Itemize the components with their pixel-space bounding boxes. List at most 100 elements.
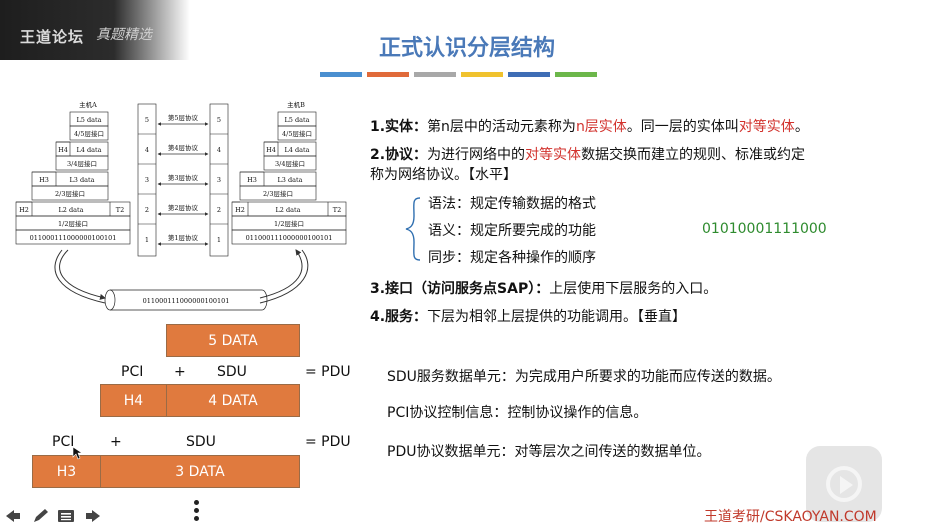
entity-red-2: 对等实体 (738, 119, 795, 135)
trailer-t2: T2 (333, 206, 341, 214)
layer-number: 3 (145, 176, 149, 184)
sync-item: 同步：规定各种操作的顺序 (428, 250, 596, 266)
more-options-icon[interactable] (194, 500, 199, 524)
service-text: 下层为相邻上层提供的功能调用。【垂直】 (427, 309, 687, 325)
layer-number: 4 (145, 146, 149, 154)
row2-pci: PCI (52, 434, 75, 450)
header-h2: H2 (19, 206, 29, 214)
host-b-row: 4/5层接口 (282, 129, 312, 138)
row1-sdu: SDU (217, 364, 247, 380)
play-icon[interactable] (840, 476, 853, 494)
layer-diagram: 主机A (10, 98, 352, 316)
protocol-label: 第1层协议 (168, 233, 199, 242)
layer-number: 1 (145, 236, 149, 244)
host-a-bits: 011000111000000100101 (30, 234, 117, 242)
box-h3: H3 (32, 455, 101, 488)
host-b-row: 2/3层接口 (263, 189, 293, 198)
host-b-row: L2 data (275, 206, 300, 214)
interface-prefix: 3.接口（访问服务点SAP）： (370, 281, 550, 297)
layer-number: 1 (217, 236, 221, 244)
title-bar-segment (508, 72, 550, 77)
title-bar-segment (555, 72, 597, 77)
entity-prefix: 1.实体： (370, 119, 428, 135)
box-5-data: 5 DATA (166, 324, 300, 357)
host-b-row: L5 data (284, 116, 309, 124)
protocol-label: 第3层协议 (168, 173, 199, 182)
protocol-text-a: 为进行网络中的 (427, 147, 526, 163)
header-h4: H4 (58, 146, 68, 154)
menu-icon[interactable] (58, 510, 74, 522)
point-service: 4.服务：下层为相邻上层提供的功能调用。【垂直】 (370, 306, 686, 326)
host-b-row: L4 data (284, 146, 309, 154)
host-a-label: 主机A (79, 100, 97, 109)
host-a-row: 2/3层接口 (55, 189, 85, 198)
host-b-row: L3 data (277, 176, 302, 184)
layer-number: 5 (145, 116, 149, 124)
row1-pci: PCI (121, 364, 144, 380)
entity-text-b: 。同一层的实体叫 (626, 119, 739, 135)
syntax-item: 语法：规定传输数据的格式 (428, 196, 596, 212)
pipe-bits: 011000111000000100101 (143, 297, 230, 305)
protocol-red: 对等实体 (525, 147, 582, 163)
header-h4: H4 (266, 146, 276, 154)
box-3-data: 3 DATA (100, 455, 300, 488)
header-h2: H2 (235, 206, 245, 214)
protocol-line-2: 称为网络协议。【水平】 (370, 167, 517, 183)
host-b-label: 主机B (287, 100, 305, 109)
layer-diagram-svg: 主机A (15, 100, 347, 311)
host-a-row: L2 data (58, 206, 83, 214)
layer-number: 4 (217, 146, 221, 154)
host-b-row: 3/4层接口 (275, 159, 305, 168)
slide-toolbar (6, 509, 100, 522)
signature-mark: 真题精选 (96, 27, 152, 43)
host-b-row: 1/2层接口 (274, 219, 304, 228)
point-interface: 3.接口（访问服务点SAP）：上层使用下层服务的入口。 (370, 278, 717, 298)
protocol-label: 第2层协议 (168, 203, 199, 212)
def-pci: PCI协议控制信息：控制协议操作的信息。 (387, 405, 648, 421)
layer-number: 5 (217, 116, 221, 124)
play-circle-icon[interactable] (826, 466, 862, 502)
host-a-row: L3 data (69, 176, 94, 184)
cursor-icon (72, 446, 82, 460)
host-a-row: 4/5层接口 (74, 129, 104, 138)
brace-icon (405, 197, 421, 261)
host-a-row: L4 data (76, 146, 101, 154)
def-sdu: SDU服务数据单元：为完成用户所要求的功能而应传送的数据。 (387, 369, 781, 385)
layer-number: 2 (217, 206, 221, 214)
box-4-data: 4 DATA (166, 384, 300, 417)
layer-number: 2 (145, 206, 149, 214)
brand-footer: 王道考研/CSKAOYAN.COM (704, 509, 877, 525)
logo-text: 王道论坛 (20, 28, 85, 46)
title-bar-segment (414, 72, 456, 77)
arrow-left-icon[interactable] (6, 510, 20, 522)
interface-text: 上层使用下层服务的入口。 (549, 281, 718, 297)
row2-sdu: SDU (186, 434, 216, 450)
title-bar-segment (320, 72, 362, 77)
point-entity: 1.实体：第n层中的活动元素称为n层实体。同一层的实体叫对等实体。 (370, 116, 809, 136)
page-title: 正式认识分层结构 (378, 36, 555, 61)
point-protocol: 2.协议：为进行网络中的对等实体数据交换而建立的规则、标准或约定 (370, 144, 805, 164)
service-prefix: 4.服务： (370, 309, 428, 325)
row1-plus: + (174, 364, 186, 380)
host-a-row: 3/4层接口 (67, 159, 97, 168)
logo-strip (0, 0, 190, 60)
host-a-row: 1/2层接口 (58, 219, 88, 228)
trailer-t2: T2 (116, 206, 124, 214)
title-bar-segment (367, 72, 409, 77)
host-a-row: L5 data (76, 116, 101, 124)
layer-number: 3 (217, 176, 221, 184)
semantics-item: 语义：规定所要完成的功能 (428, 223, 596, 239)
protocol-prefix: 2.协议： (370, 147, 428, 163)
arrow-right-icon[interactable] (86, 510, 100, 522)
def-pdu: PDU协议数据单元：对等层次之间传送的数据单位。 (387, 444, 711, 460)
protocol-text-b: 数据交换而建立的规则、标准或约定 (581, 147, 806, 163)
title-bar-segment (461, 72, 503, 77)
entity-text-a: 第n层中的活动元素称为 (427, 119, 576, 135)
row1-pdu: = PDU (305, 364, 351, 380)
protocol-label: 第4层协议 (168, 143, 199, 152)
header-h3: H3 (247, 176, 257, 184)
pen-icon[interactable] (34, 509, 48, 522)
header-h3: H3 (39, 176, 49, 184)
host-b-bits: 011000111000000100101 (246, 234, 333, 242)
